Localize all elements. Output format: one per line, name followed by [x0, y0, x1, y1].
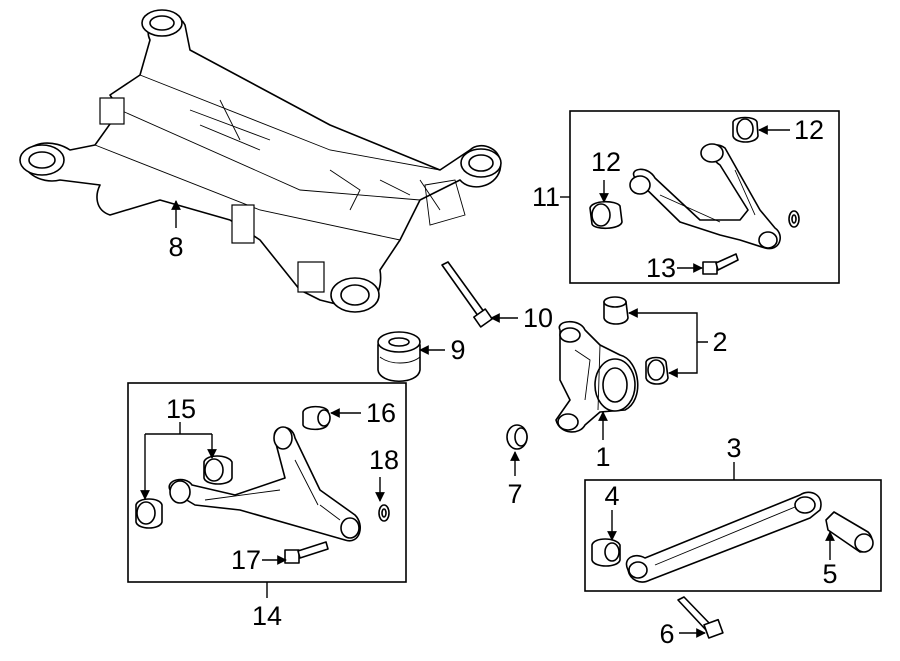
callout-8: 8 — [168, 232, 183, 262]
callout-13: 13 — [646, 253, 676, 283]
lower-arm-washer — [378, 504, 390, 522]
lower-arm-bolt — [284, 541, 329, 564]
upper-arm-bushing-right — [732, 116, 759, 143]
knuckle-bushing-lower — [645, 356, 669, 385]
upper-arm-bolt — [702, 253, 739, 275]
rear-knuckle — [555, 320, 639, 433]
toe-link-box — [584, 479, 882, 592]
lower-arm-bushing-upper — [302, 405, 331, 431]
callout-5: 5 — [822, 559, 837, 589]
lower-arm-bushing-left — [135, 498, 163, 529]
callout-9: 9 — [450, 335, 465, 365]
upper-arm-washer — [788, 210, 800, 228]
callout-12-right: 12 — [794, 115, 824, 145]
callout-6: 6 — [659, 619, 674, 649]
lower-control-arm — [168, 426, 361, 542]
callout-3: 3 — [726, 433, 741, 463]
toe-link-bushing-sleeve — [825, 511, 874, 553]
long-bolt — [441, 261, 493, 328]
dust-cap — [506, 424, 528, 450]
callout-1: 1 — [595, 442, 610, 472]
toe-control-link — [625, 491, 822, 583]
callout-12-left: 12 — [591, 147, 621, 177]
callout-16: 16 — [366, 398, 396, 428]
callout-14: 14 — [252, 601, 282, 631]
callout-18: 18 — [369, 445, 399, 475]
toe-link-bolt — [677, 596, 724, 639]
callout-11: 11 — [532, 182, 560, 212]
callout-15: 15 — [166, 394, 196, 424]
callout-2: 2 — [712, 327, 727, 357]
lower-arm-bushing-right — [203, 455, 233, 485]
subframe-crossmember — [19, 9, 502, 313]
leader-lines — [140, 125, 835, 638]
knuckle-bushing-upper — [603, 296, 629, 325]
upper-control-arm — [629, 143, 781, 250]
toe-link-bushing — [591, 538, 621, 567]
callout-10: 10 — [523, 303, 553, 333]
subframe-mount-bushing — [377, 331, 421, 382]
callout-17: 17 — [231, 545, 261, 575]
callout-4: 4 — [604, 481, 619, 511]
callout-7: 7 — [507, 479, 522, 509]
upper-arm-bushing-left — [589, 200, 623, 230]
